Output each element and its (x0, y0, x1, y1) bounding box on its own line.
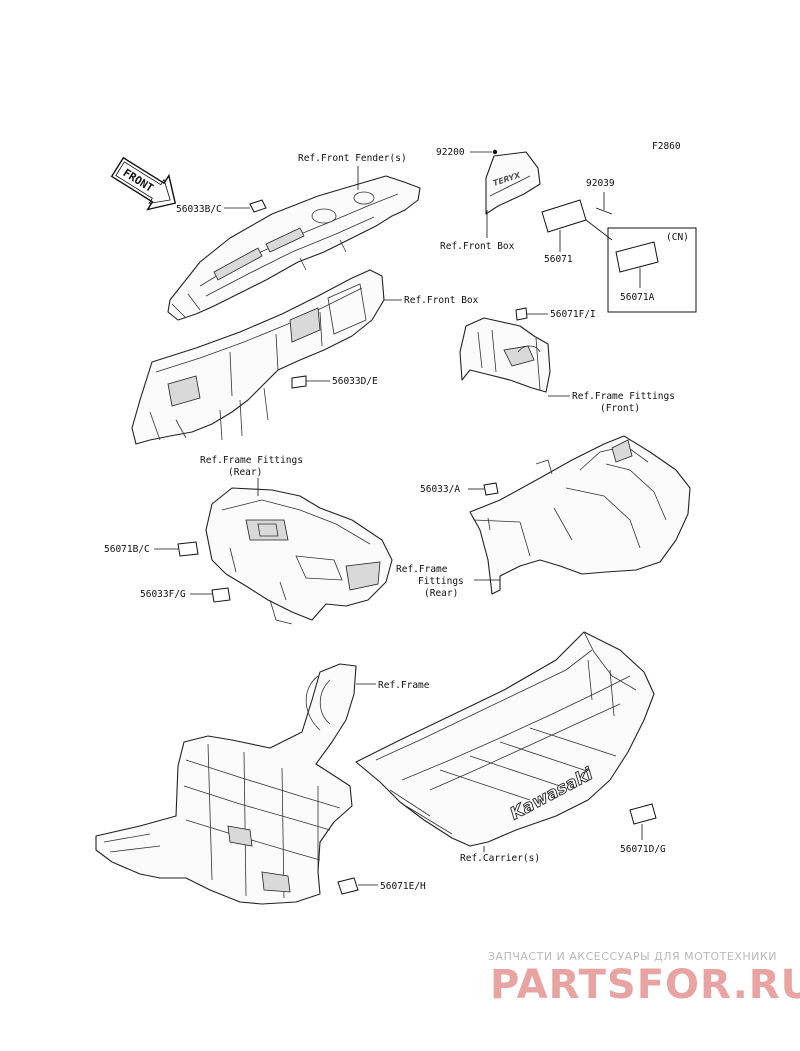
front-box-lid-part: TERYX (485, 151, 541, 215)
ref-frame-fittings-rear-b-label-1: Ref.Frame (396, 564, 448, 575)
part-56071a-label: 56071A (620, 292, 655, 303)
ref-frame-fittings-rear-b-label-2: Fittings (418, 576, 464, 587)
decal-56071bc (177, 541, 199, 557)
part-56033a-label: 56033/A (420, 484, 460, 495)
decal-56071a (615, 241, 659, 273)
ref-front-box-label-2: Ref.Front Box (404, 295, 479, 306)
ref-frame-fittings-front-label-1: Ref.Frame Fittings (572, 391, 675, 402)
ref-front-box-label-1: Ref.Front Box (440, 241, 515, 252)
seat-base-part (469, 435, 691, 595)
carrier-part: Kawasaki (355, 631, 655, 847)
decal-56033de (291, 375, 307, 389)
part-56071-label: 56071 (544, 254, 573, 265)
ref-frame-label: Ref.Frame (378, 680, 430, 691)
ref-frame-fittings-rear-b-label-3: (Rear) (424, 588, 458, 599)
part-56033fg-label: 56033F/G (140, 589, 186, 600)
part-56033de-label: 56033D/E (332, 376, 378, 387)
watermark-logo-b: FOR.RU (636, 962, 800, 1008)
ref-frame-fittings-rear-label-2: (Rear) (228, 467, 262, 478)
part-56071dg-label: 56071D/G (620, 844, 666, 855)
decal-56033bc (249, 199, 267, 213)
decal-56071fi (515, 307, 528, 321)
watermark-logo: PARTSFOR.RU (490, 962, 800, 1008)
cn-label: (CN) (666, 232, 689, 243)
watermark-tagline: ЗАПЧАСТИ И АКСЕССУАРЫ ДЛЯ МОТОТЕХНИКИ (488, 950, 777, 963)
part-92200-label: 92200 (436, 147, 465, 158)
decal-56071eh (337, 877, 359, 895)
frame-part (95, 663, 357, 905)
part-56071bc-label: 56071B/C (104, 544, 150, 555)
part-56071fi-label: 56071F/I (550, 309, 596, 320)
cn-variant-box (607, 227, 697, 313)
part-56071eh-label: 56071E/H (380, 881, 426, 892)
ref-front-fenders-label: Ref.Front Fender(s) (298, 153, 407, 164)
front-fender-part (167, 175, 421, 321)
decal-56033fg (211, 587, 231, 603)
watermark-logo-a: PARTS (490, 962, 637, 1008)
front-box-part (131, 269, 385, 445)
ref-frame-fittings-front-label-2: (Front) (600, 403, 640, 414)
decal-56033a (483, 482, 499, 496)
frame-fittings-front-part (459, 317, 551, 393)
ref-frame-fittings-rear-label-1: Ref.Frame Fittings (200, 455, 303, 466)
frame-fittings-rear-part (205, 487, 393, 625)
decal-56071dg (629, 803, 657, 825)
ref-carriers-label: Ref.Carrier(s) (460, 853, 540, 864)
fastener-92039 (595, 207, 613, 215)
decal-56071 (541, 199, 587, 233)
front-arrow-icon: FRONT (110, 156, 177, 211)
part-92039-label: 92039 (586, 178, 615, 189)
part-56033bc-label: 56033B/C (176, 204, 222, 215)
screw-92200-icon (492, 149, 498, 155)
diagram-code: F2860 (652, 141, 681, 152)
